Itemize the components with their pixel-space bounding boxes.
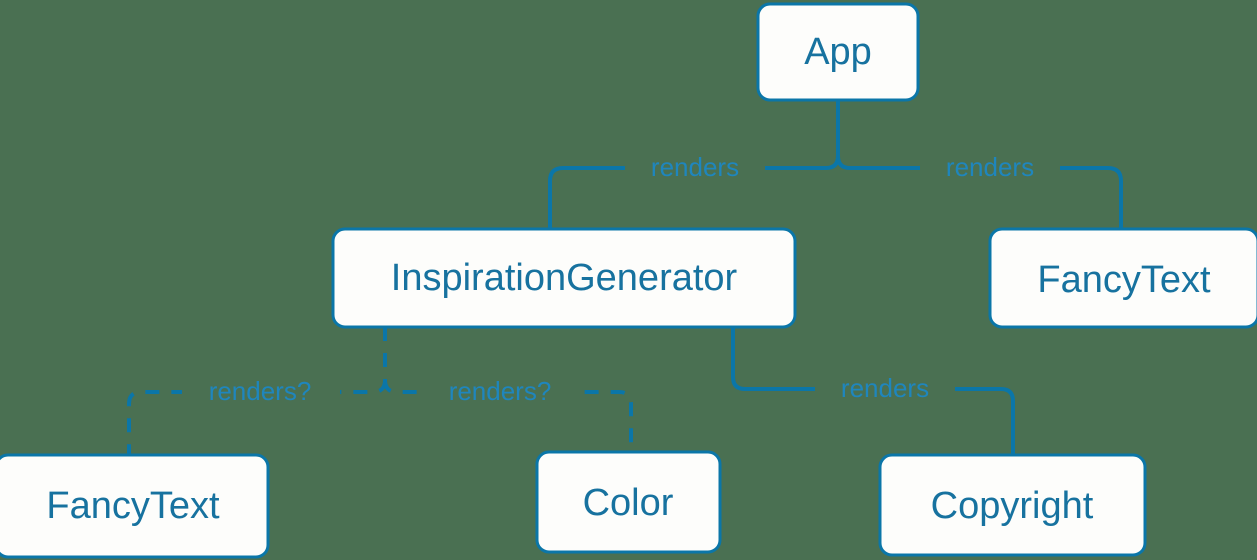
node-inspiration-generator[interactable]: InspirationGenerator (331, 227, 797, 329)
node-box-fancytext-bottom[interactable] (0, 453, 270, 559)
node-app[interactable]: App (756, 2, 920, 102)
edge-label-backdrop (422, 376, 580, 408)
node-label-fancytext-bottom: FancyText (46, 485, 220, 527)
node-box-inspiration-generator[interactable] (331, 227, 797, 329)
edge-inspiration-to-color: renders? (383, 327, 633, 452)
node-box-fancytext-top[interactable] (988, 227, 1257, 329)
node-box-color[interactable] (535, 450, 722, 554)
node-box-copyright[interactable] (878, 453, 1147, 557)
edge-label-app-fancytext: renders (946, 152, 1034, 182)
edge-label-app-inspiration: renders (651, 152, 739, 182)
node-label-copyright: Copyright (931, 485, 1094, 527)
edge-app-to-fancytext-top: renders (836, 100, 1123, 229)
edge-label-inspiration-copyright: renders (841, 373, 929, 403)
node-fancytext-bottom[interactable]: FancyText (0, 453, 270, 559)
node-label-app: App (804, 31, 872, 73)
edge-label-backdrop (920, 152, 1060, 184)
edge-inspiration-to-copyright: renders (731, 327, 1015, 455)
node-copyright[interactable]: Copyright (878, 453, 1147, 557)
edge-label-backdrop (625, 152, 765, 184)
node-label-color: Color (583, 482, 674, 524)
node-label-inspiration-generator: InspirationGenerator (391, 257, 738, 299)
node-label-fancytext-top: FancyText (1037, 259, 1211, 301)
node-color[interactable]: Color (535, 450, 722, 554)
edge-label-backdrop (815, 373, 955, 405)
node-fancytext-top[interactable]: FancyText (988, 227, 1257, 329)
edge-label-inspiration-fancytext: renders? (209, 376, 312, 406)
edge-inspiration-to-fancytext-bottom: renders? (127, 327, 387, 455)
edge-label-backdrop (182, 376, 340, 408)
edge-label-inspiration-color: renders? (449, 376, 552, 406)
node-box-app[interactable] (756, 2, 920, 102)
edge-app-to-inspiration-generator: renders (548, 100, 840, 229)
